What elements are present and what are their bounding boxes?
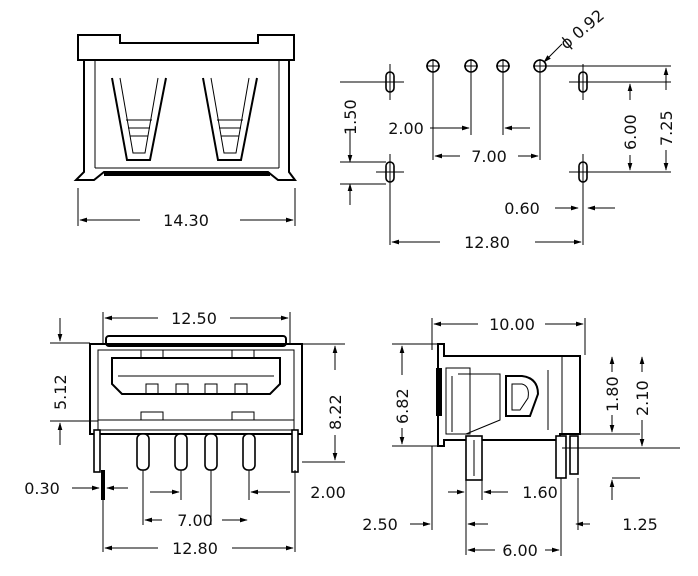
footprint-pins-span-dimension: 7.00 [471, 147, 507, 166]
rear-pin-1 [136, 433, 150, 471]
front-spring-right [202, 77, 258, 161]
rear-pitch-dimension: 2.00 [310, 483, 346, 502]
side-step-b-dimension: 2.10 [633, 380, 652, 416]
side-step-a-dimension: 1.80 [603, 376, 622, 412]
footprint-view: ϕ 0.92 2.00 7.00 1.50 6.00 7.25 0.60 12.… [340, 6, 676, 252]
side-view: 10.00 6.82 1.80 2.10 [362, 315, 680, 560]
rear-view: 12.50 5.12 8.22 [24, 309, 346, 558]
front-spring-left [111, 77, 167, 161]
footprint-slot-spacing-dimension: 6.00 [621, 114, 640, 150]
rear-pin-4 [242, 433, 256, 471]
rear-pin-3 [204, 433, 218, 471]
footprint-hole-diameter: ϕ 0.92 [556, 6, 607, 54]
rear-body-outline [89, 343, 303, 435]
side-tab-pitch-dimension: 1.25 [622, 515, 658, 534]
footprint-slot-width-dimension: 0.60 [504, 199, 540, 218]
front-shell-outline [73, 34, 297, 181]
rear-opening-height-dimension: 5.12 [51, 374, 70, 410]
front-view: 14.30 [73, 34, 297, 230]
rear-body-height-dimension: 8.22 [326, 394, 345, 430]
rear-tab-span-dimension: 12.80 [172, 539, 218, 558]
side-pin-span-dimension: 6.00 [502, 541, 538, 560]
rear-shell-width-dimension: 12.50 [171, 309, 217, 328]
side-pin-rear [555, 435, 567, 479]
side-pin-offset-dimension: 1.60 [522, 483, 558, 502]
side-body-outline [437, 343, 581, 447]
side-front-offset-dimension: 2.50 [362, 515, 398, 534]
rear-pins-span-dimension: 7.00 [177, 511, 213, 530]
side-latch [505, 375, 540, 417]
footprint-slot-offset-dimension: 1.50 [341, 99, 360, 135]
footprint-overall-depth-dimension: 7.25 [657, 110, 676, 146]
rear-pin-2 [174, 433, 188, 471]
rear-tab-thickness-dimension: 0.30 [24, 479, 60, 498]
side-body-length-dimension: 10.00 [489, 315, 535, 334]
footprint-slot-span-dimension: 12.80 [464, 233, 510, 252]
side-body-height-dimension: 6.82 [393, 388, 412, 424]
front-width-dimension: 14.30 [163, 211, 209, 230]
footprint-pitch-dimension: 2.00 [388, 119, 424, 138]
